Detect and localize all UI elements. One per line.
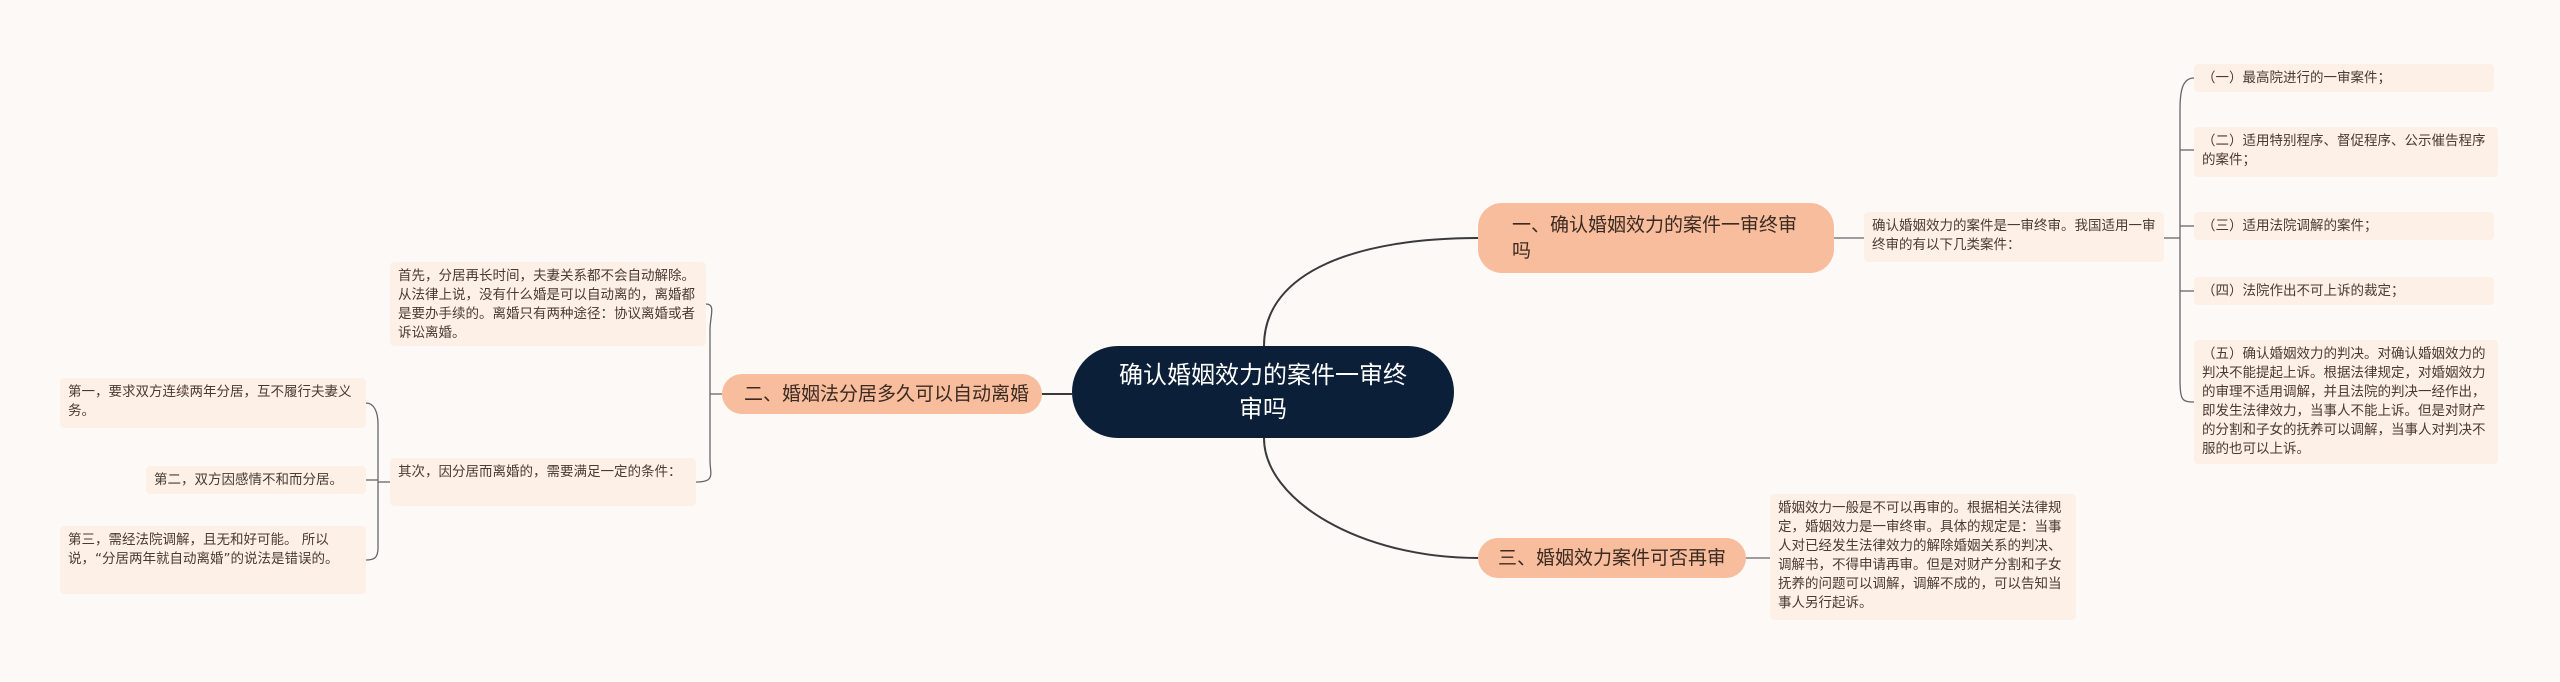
condition-2-text: 第二，双方因感情不和而分居。 — [154, 472, 343, 488]
separation-first-point[interactable]: 首先，分居再长时间，夫妻关系都不会自动解除。从法律上说，没有什么婚是可以自动离的… — [390, 262, 706, 346]
case-type-3[interactable]: （三）适用法院调解的案件； — [2194, 212, 2494, 240]
condition-3-text: 第三，需经法院调解，且无和好可能。 所以说，“分居两年就自动离婚”的说法是错误的… — [68, 532, 339, 567]
separation-second-text: 其次，因分居而离婚的，需要满足一定的条件： — [398, 464, 682, 480]
condition-1-text: 第一，要求双方连续两年分居，互不履行夫妻义务。 — [68, 384, 352, 419]
separation-second-point[interactable]: 其次，因分居而离婚的，需要满足一定的条件： — [390, 458, 696, 506]
case-type-4[interactable]: （四）法院作出不可上诉的裁定； — [2194, 277, 2494, 305]
case-type-5[interactable]: （五）确认婚姻效力的判决。对确认婚姻效力的判决不能提起上诉。根据法律规定，对婚姻… — [2194, 340, 2498, 464]
branch-3-label: 三、婚姻效力案件可否再审 — [1498, 547, 1727, 569]
retrial-detail[interactable]: 婚姻效力一般是不可以再审的。根据相关法律规定，婚姻效力是一审终审。具体的规定是：… — [1770, 494, 2076, 620]
separation-first-text: 首先，分居再长时间，夫妻关系都不会自动解除。从法律上说，没有什么婚是可以自动离的… — [398, 268, 695, 341]
branch-1-summary[interactable]: 确认婚姻效力的案件是一审终审。我国适用一审终审的有以下几类案件： — [1864, 212, 2164, 262]
case-type-3-text: （三）适用法院调解的案件； — [2202, 218, 2378, 234]
case-type-5-text: （五）确认婚姻效力的判决。对确认婚姻效力的判决不能提起上诉。根据法律规定，对婚姻… — [2202, 346, 2486, 457]
branch-node-2[interactable]: 二、婚姻法分居多久可以自动离婚 — [722, 374, 1042, 414]
branch-2-label: 二、婚姻法分居多久可以自动离婚 — [744, 383, 1030, 405]
branch-1-summary-text: 确认婚姻效力的案件是一审终审。我国适用一审终审的有以下几类案件： — [1872, 218, 2156, 253]
central-topic-label: 确认婚姻效力的案件一审终审吗 — [1119, 361, 1407, 423]
branch-node-3[interactable]: 三、婚姻效力案件可否再审 — [1478, 538, 1746, 578]
condition-2[interactable]: 第二，双方因感情不和而分居。 — [146, 466, 366, 494]
branch-1-label: 一、确认婚姻效力的案件一审终审吗 — [1512, 214, 1798, 262]
case-type-2-text: （二）适用特别程序、督促程序、公示催告程序的案件； — [2202, 133, 2486, 168]
branch-node-1[interactable]: 一、确认婚姻效力的案件一审终审吗 — [1478, 203, 1834, 273]
condition-3[interactable]: 第三，需经法院调解，且无和好可能。 所以说，“分居两年就自动离婚”的说法是错误的… — [60, 526, 366, 594]
case-type-1[interactable]: （一）最高院进行的一审案件； — [2194, 64, 2494, 92]
retrial-detail-text: 婚姻效力一般是不可以再审的。根据相关法律规定，婚姻效力是一审终审。具体的规定是：… — [1778, 500, 2062, 611]
case-type-1-text: （一）最高院进行的一审案件； — [2202, 70, 2391, 86]
condition-1[interactable]: 第一，要求双方连续两年分居，互不履行夫妻义务。 — [60, 378, 366, 428]
central-topic[interactable]: 确认婚姻效力的案件一审终审吗 — [1072, 346, 1454, 438]
case-type-4-text: （四）法院作出不可上诉的裁定； — [2202, 283, 2405, 299]
case-type-2[interactable]: （二）适用特别程序、督促程序、公示催告程序的案件； — [2194, 127, 2498, 177]
